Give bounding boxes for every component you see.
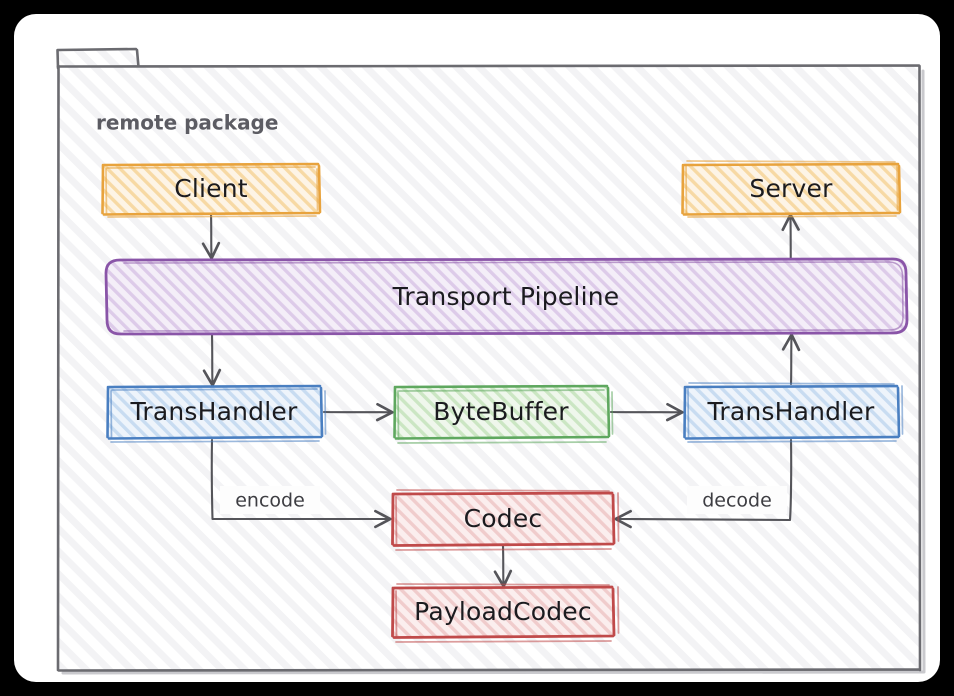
node-label-transhandler-right: TransHandler bbox=[707, 397, 875, 426]
node-label-codec: Codec bbox=[464, 504, 543, 533]
node-server[interactable]: Server bbox=[681, 160, 902, 218]
edge-labels-layer: encode decode bbox=[220, 486, 787, 514]
architecture-diagram-svg: remote package bbox=[56, 47, 926, 675]
node-transhandler-right[interactable]: TransHandler bbox=[683, 382, 904, 443]
node-label-transport-pipeline: Transport Pipeline bbox=[392, 282, 620, 311]
decode-label-backdrop bbox=[687, 486, 787, 514]
node-label-transhandler-left: TransHandler bbox=[130, 397, 298, 426]
node-transhandler-left[interactable]: TransHandler bbox=[106, 384, 327, 443]
node-transport-pipeline[interactable]: Transport Pipeline bbox=[104, 257, 909, 336]
encode-label-backdrop bbox=[220, 486, 320, 514]
package-label: remote package bbox=[96, 111, 278, 135]
remote-package-frame: remote package bbox=[56, 47, 926, 675]
edge-client-to-pipeline bbox=[201, 212, 221, 260]
edge-transhandler1-to-codec bbox=[210, 438, 392, 529]
edge-transhandler2-to-codec bbox=[614, 438, 793, 529]
edge-transhandler2-to-pipeline bbox=[781, 333, 801, 386]
edge-label-decode: decode bbox=[702, 490, 772, 512]
node-label-server: Server bbox=[749, 174, 833, 203]
node-bytebuffer[interactable]: ByteBuffer bbox=[393, 384, 614, 444]
node-label-bytebuffer: ByteBuffer bbox=[433, 397, 569, 426]
edge-pipeline-to-transhandler1 bbox=[202, 332, 222, 387]
diagram-card: remote package bbox=[14, 14, 940, 682]
node-codec[interactable]: Codec bbox=[391, 489, 620, 551]
edge-codec-to-payloadcodec bbox=[493, 544, 513, 588]
node-payloadcodec[interactable]: PayloadCodec bbox=[391, 583, 620, 643]
node-client[interactable]: Client bbox=[101, 162, 322, 218]
node-label-payloadcodec: PayloadCodec bbox=[414, 597, 592, 626]
edge-label-encode: encode bbox=[235, 490, 305, 512]
node-label-client: Client bbox=[174, 174, 248, 203]
